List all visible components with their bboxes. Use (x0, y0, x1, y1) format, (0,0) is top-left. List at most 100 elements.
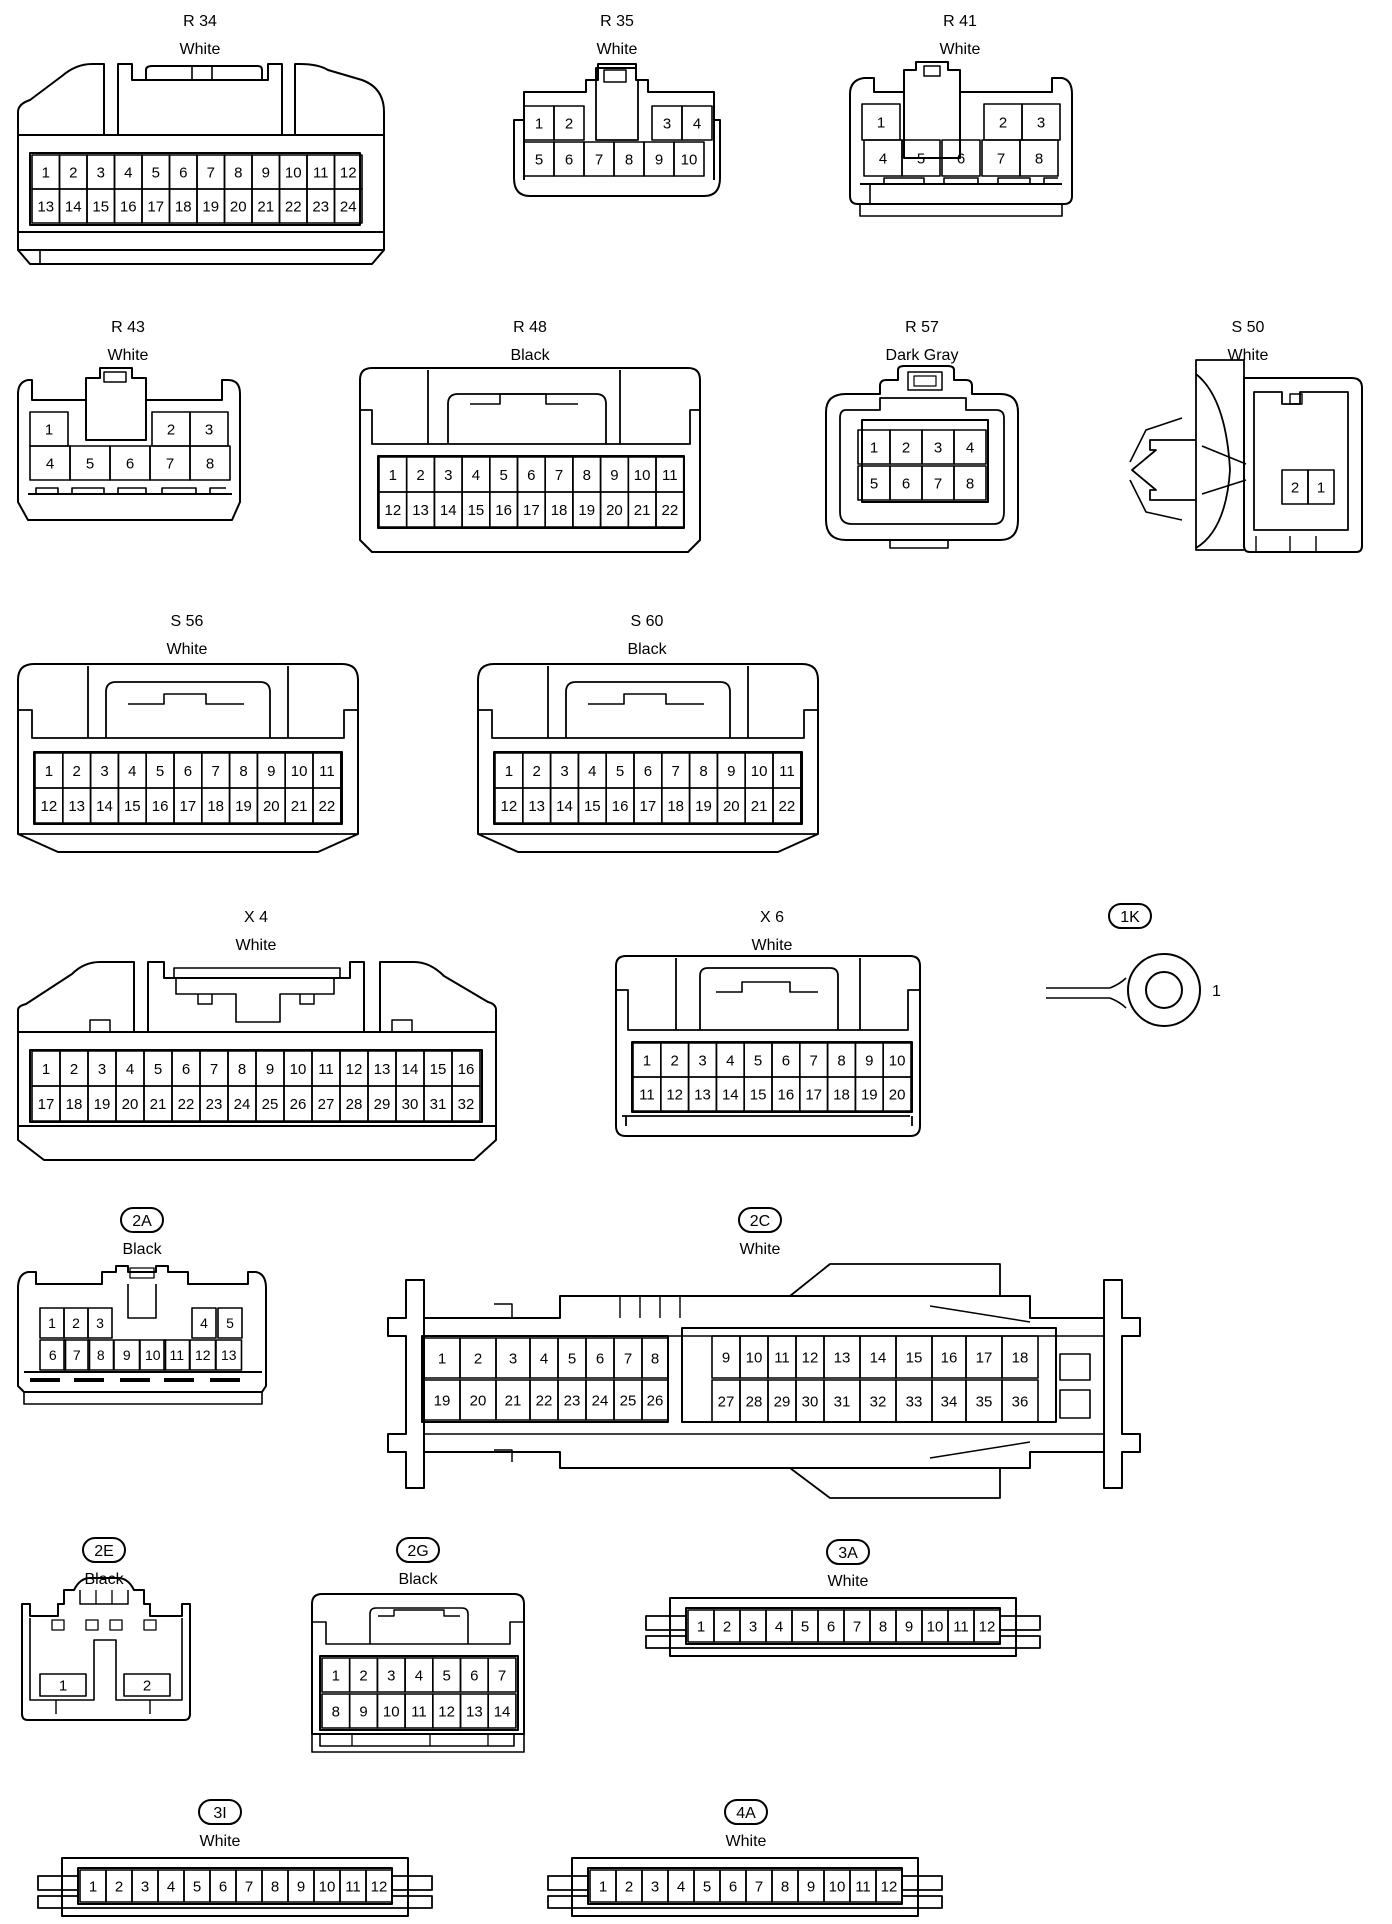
pin-number: 24 (340, 198, 357, 215)
pin-number: 23 (564, 1392, 581, 1409)
pin-number: 5 (193, 1878, 201, 1895)
pin-number: 28 (346, 1096, 363, 1113)
pin-number: 15 (906, 1349, 923, 1366)
pin-number: 20 (230, 198, 247, 215)
pin-number: 6 (527, 467, 535, 484)
pin-number: 8 (651, 1350, 659, 1367)
connector-color: White (740, 1241, 781, 1258)
pin-number: 1 (505, 763, 513, 780)
pin-number: 5 (442, 1667, 450, 1684)
pin-number: 7 (245, 1878, 253, 1895)
pin-number: 14 (96, 798, 113, 815)
pin-number: 12 (371, 1878, 388, 1895)
pin-number: 8 (238, 1061, 246, 1078)
pin-number: 8 (239, 763, 247, 780)
pin-number: 16 (612, 798, 629, 815)
pin-number: 5 (156, 763, 164, 780)
pin-number: 2 (565, 115, 573, 132)
pin-number: 7 (934, 475, 942, 492)
connector-color: Black (627, 641, 667, 658)
pin-number: 2 (533, 763, 541, 780)
pin-number: 13 (68, 798, 85, 815)
pin-number: 21 (505, 1392, 522, 1409)
pin-number: 1 (599, 1878, 607, 1895)
pin-number: 23 (312, 198, 329, 215)
pin-number: 11 (855, 1878, 871, 1895)
pin-number: 13 (412, 502, 429, 519)
pin-number: 1 (870, 439, 878, 456)
pin-number: 10 (290, 1061, 307, 1078)
pin-number: 8 (234, 164, 242, 181)
pin-number: 6 (182, 1061, 190, 1078)
pin-number: 3 (96, 1315, 104, 1331)
pin-number: 14 (870, 1349, 887, 1366)
pin-number: 29 (774, 1393, 791, 1410)
pin-number: 8 (625, 151, 633, 168)
pin-number: 11 (662, 467, 678, 484)
pin-number: 4 (472, 467, 480, 484)
pin-number: 21 (150, 1096, 167, 1113)
pin-number: 6 (470, 1667, 478, 1684)
pin-number: 8 (837, 1052, 845, 1069)
pin-number: 1 (89, 1878, 97, 1895)
pin-number: 28 (746, 1393, 763, 1410)
connector-label: 1K (1120, 909, 1140, 926)
pin-number: 32 (870, 1393, 887, 1410)
pin-number: 8 (332, 1703, 340, 1720)
pin-number: 3 (698, 1052, 706, 1069)
pin-number: 32 (458, 1096, 475, 1113)
pin-number: 22 (319, 798, 336, 815)
pin-number: 9 (262, 164, 270, 181)
pin-number: 3 (651, 1878, 659, 1895)
pin-number: 6 (179, 164, 187, 181)
pin-number: 15 (468, 502, 485, 519)
pin-number: 6 (782, 1052, 790, 1069)
pin-number: 36 (1012, 1393, 1029, 1410)
pin-number: 26 (647, 1392, 664, 1409)
pin-number: 14 (722, 1086, 739, 1103)
pin-number: 13 (374, 1061, 391, 1078)
pin-number: 12 (438, 1703, 455, 1720)
pin-number: 21 (291, 798, 308, 815)
connector-color: White (236, 937, 277, 954)
pin-number: 16 (120, 198, 137, 215)
pin-number: 6 (596, 1350, 604, 1367)
pin-number: 5 (754, 1052, 762, 1069)
pin-number: 11 (345, 1878, 361, 1895)
pin-number: 12 (979, 1618, 996, 1635)
pin-number: 3 (560, 763, 568, 780)
pin-number: 6 (184, 763, 192, 780)
pin-number: 8 (97, 1347, 105, 1363)
connector-label: 4A (736, 1805, 756, 1822)
pin-number: 3 (749, 1618, 757, 1635)
pin-number: 22 (285, 198, 302, 215)
pin-number: 5 (568, 1350, 576, 1367)
pin-number: 27 (318, 1096, 335, 1113)
pin-number: 15 (430, 1061, 447, 1078)
pin-number: 4 (540, 1350, 548, 1367)
pin-number: 13 (466, 1703, 483, 1720)
pin-number: 8 (781, 1878, 789, 1895)
pin-number: 6 (729, 1878, 737, 1895)
pin-number: 11 (639, 1086, 655, 1103)
pin-number: 9 (266, 1061, 274, 1078)
pin-number: 1 (438, 1350, 446, 1367)
pin-number: 19 (202, 198, 219, 215)
pin-number: 8 (271, 1878, 279, 1895)
pin-number: 6 (957, 150, 965, 167)
pin-number: 12 (881, 1878, 898, 1895)
connector-label: 2E (94, 1543, 114, 1560)
pin-number: 7 (624, 1350, 632, 1367)
pin-number: 2 (143, 1677, 151, 1694)
pin-number: 16 (778, 1086, 795, 1103)
connector-label-badge (826, 1539, 870, 1565)
pin-number: 24 (592, 1392, 609, 1409)
connector-label-badge (120, 1207, 164, 1233)
pin-number: 18 (667, 798, 684, 815)
pin-number: 4 (966, 439, 974, 456)
pin-number: 16 (941, 1349, 958, 1366)
pin-number: 4 (588, 763, 596, 780)
connector-label-badge (396, 1537, 440, 1563)
